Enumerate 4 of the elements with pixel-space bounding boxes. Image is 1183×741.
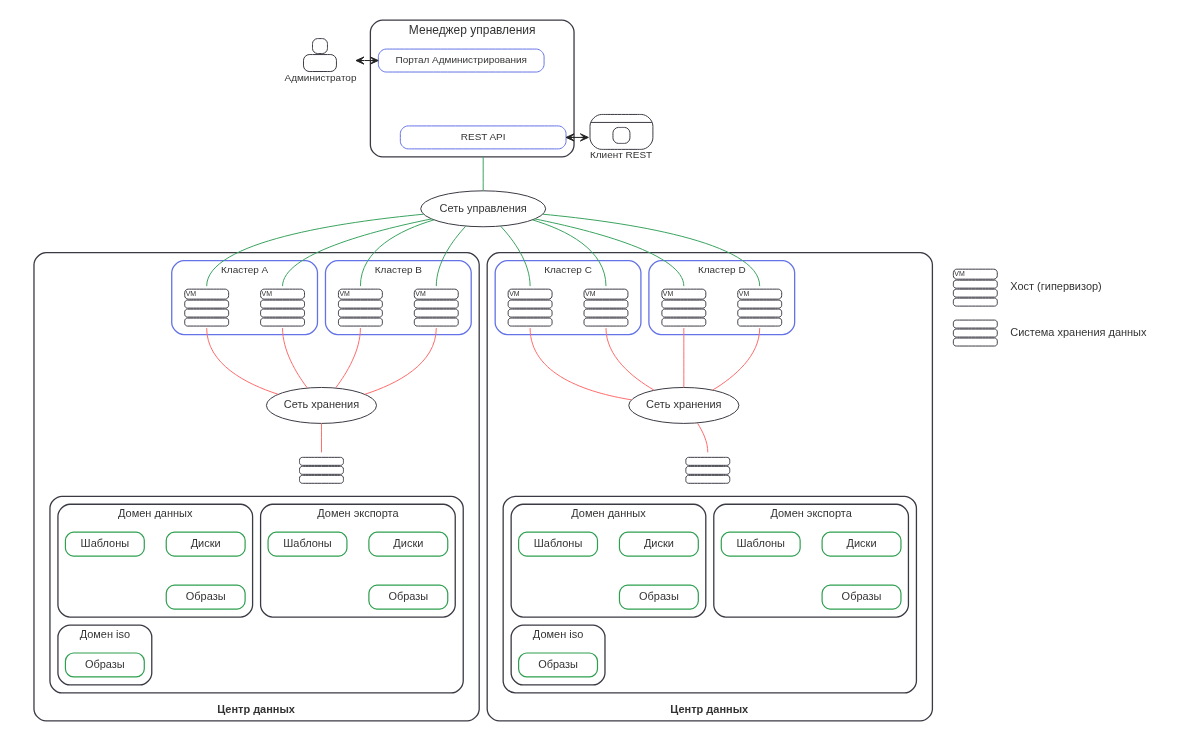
legend-label: Система хранения данных [1009, 325, 1146, 338]
node-label: Клиент REST [589, 149, 652, 161]
node-label: Администратор [284, 71, 356, 83]
legend-label: Хост (гипервизор) [1009, 280, 1102, 293]
